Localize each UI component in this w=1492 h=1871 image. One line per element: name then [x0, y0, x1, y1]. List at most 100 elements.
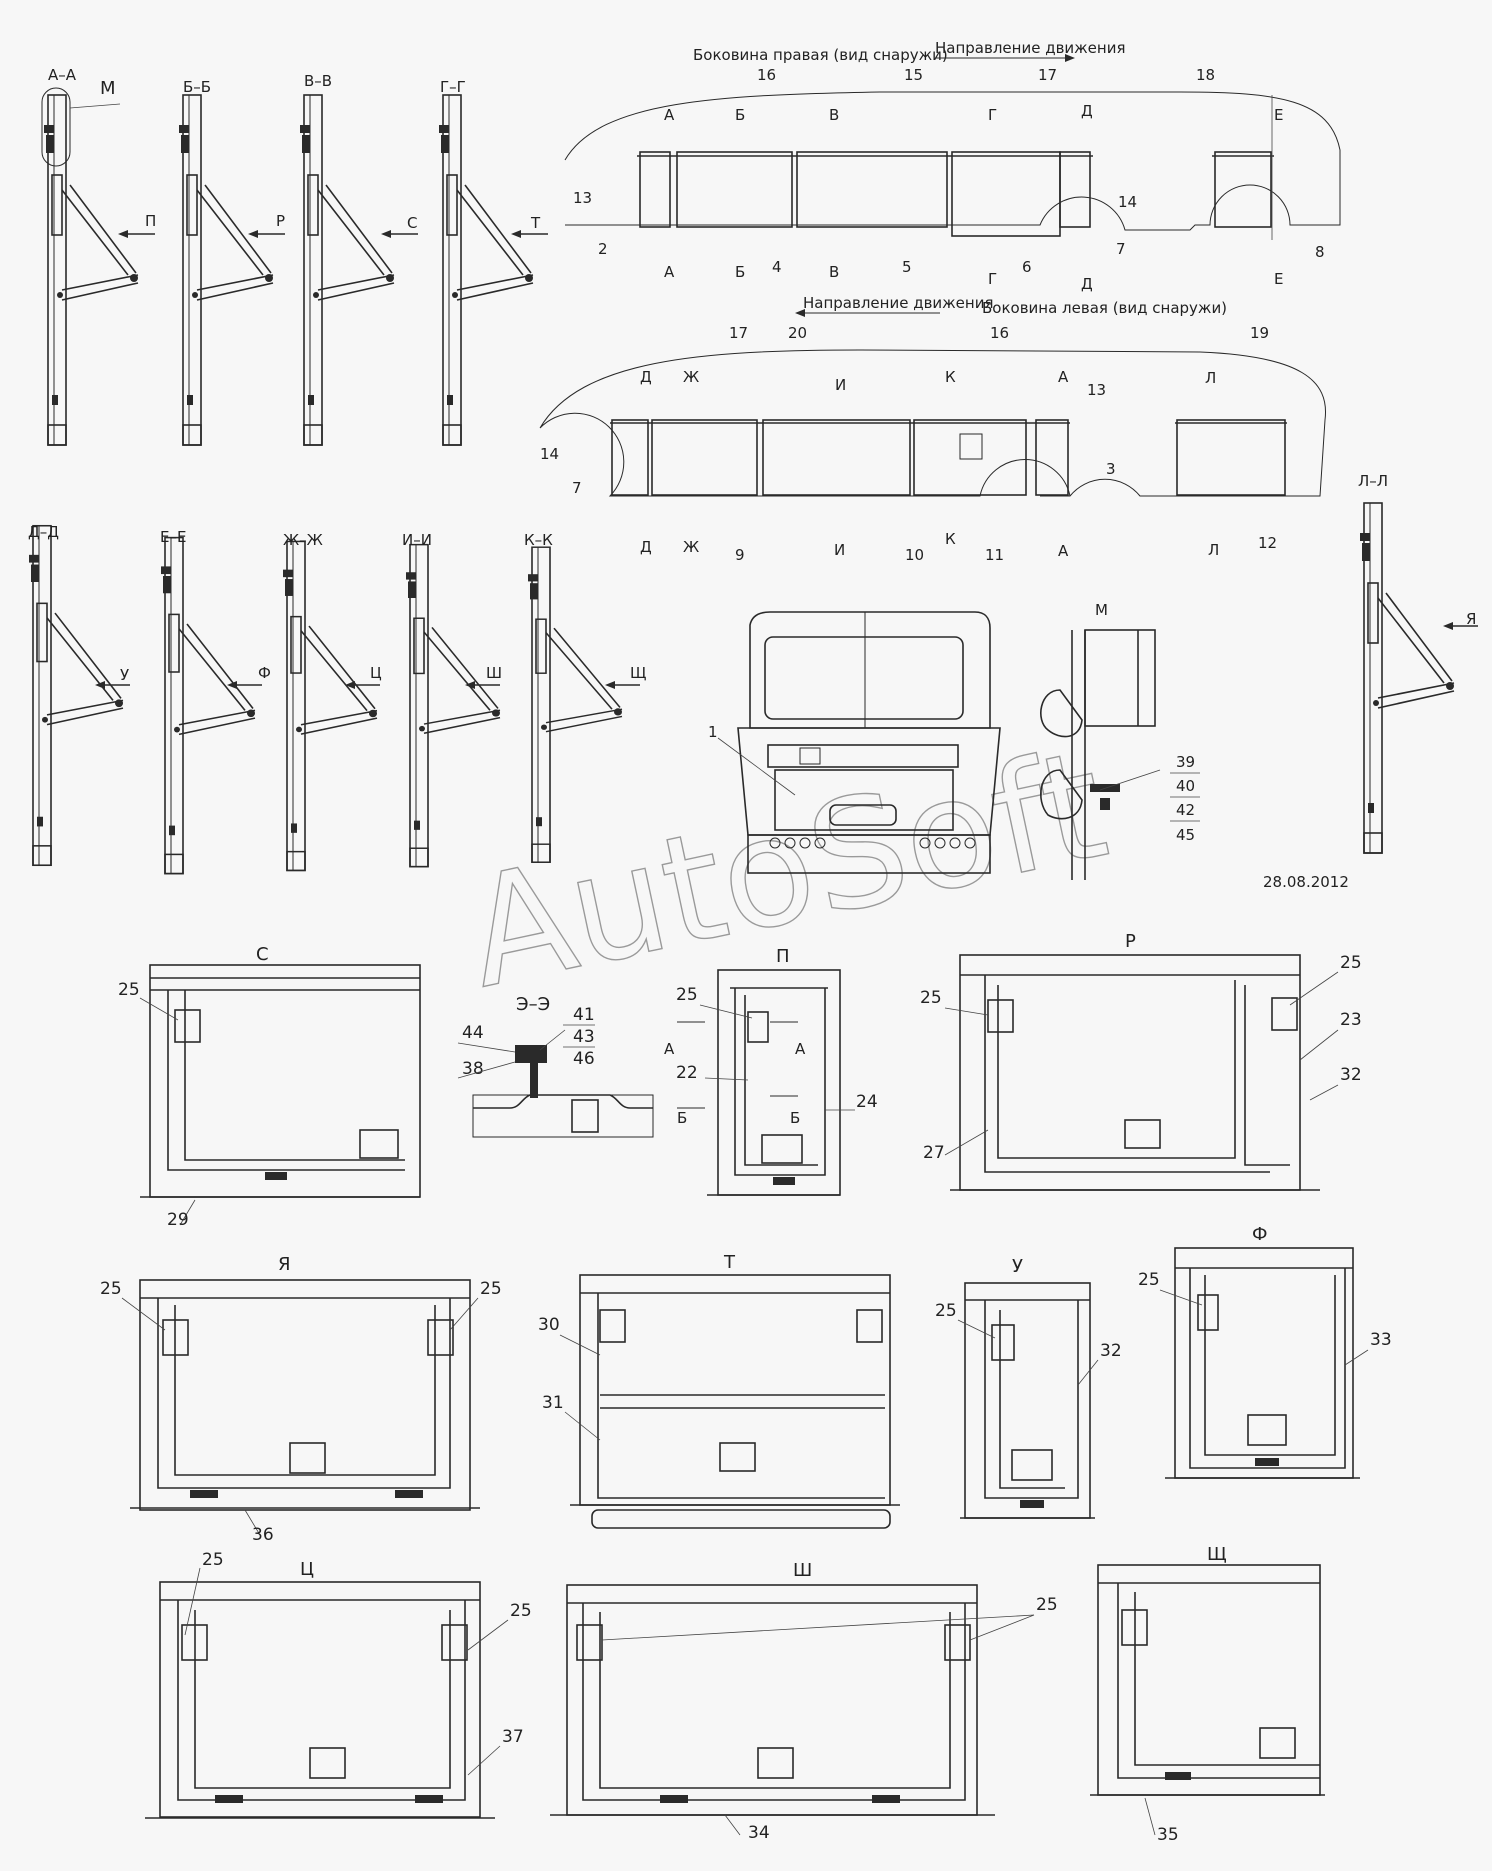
svg-text:И: И	[834, 541, 845, 559]
section-title-ee: Е–Е	[160, 528, 186, 546]
svg-text:2: 2	[598, 240, 608, 258]
section-title-gg: Г–Г	[440, 78, 466, 96]
view-r-callout-32: 32	[1340, 1065, 1362, 1085]
svg-text:40: 40	[1176, 777, 1195, 795]
view-s-frame	[140, 964, 421, 1226]
svg-text:17: 17	[1038, 66, 1057, 84]
svg-text:11: 11	[985, 546, 1004, 564]
svg-text:Л: Л	[1208, 541, 1219, 559]
svg-text:15: 15	[904, 66, 923, 84]
view-t-frame	[570, 1274, 900, 1529]
view-u-title: У	[1012, 1256, 1023, 1277]
view-sh-callout-34: 34	[748, 1823, 770, 1843]
svg-text:46: 46	[573, 1049, 595, 1069]
view-p-title: П	[776, 946, 790, 967]
middle-section-profiles	[28, 502, 1478, 875]
view-sh-title: Ш	[793, 1560, 812, 1581]
view-f-callout-33: 33	[1370, 1330, 1392, 1350]
svg-text:16: 16	[757, 66, 776, 84]
view-ts-title: Ц	[300, 1559, 314, 1580]
view-f-frame	[1165, 1247, 1360, 1479]
section-view-f: Ф	[258, 664, 271, 682]
svg-text:Б: Б	[735, 106, 745, 124]
svg-text:А: А	[664, 106, 675, 124]
view-s-callout-25: 25	[118, 980, 140, 1000]
section-title-aa: А–А	[48, 66, 77, 84]
view-ts-frame	[145, 1581, 495, 1819]
view-ya-callout-36: 36	[252, 1525, 274, 1545]
svg-text:6: 6	[1022, 258, 1032, 276]
svg-text:Е: Е	[1274, 270, 1283, 288]
section-view-t: Т	[530, 214, 541, 232]
section-title-vv: В–В	[304, 72, 332, 90]
view-t-callout-31: 31	[542, 1393, 564, 1413]
svg-text:13: 13	[573, 189, 592, 207]
view-p-mark-a-right: А	[795, 1040, 806, 1058]
side-right-callouts: 16 15 17 18 13 14 2 4 5 6 7 8	[573, 66, 1325, 276]
svg-text:Л: Л	[1205, 369, 1216, 387]
section-title-dd: Д–Д	[28, 523, 59, 541]
view-r-callout-23: 23	[1340, 1010, 1362, 1030]
detail-m-title: М	[1095, 601, 1108, 619]
view-r-frame	[950, 954, 1320, 1191]
svg-text:8: 8	[1315, 243, 1325, 261]
svg-text:14: 14	[540, 445, 559, 463]
section-title-ii: И–И	[402, 531, 432, 549]
svg-text:Г: Г	[988, 106, 997, 124]
svg-text:20: 20	[788, 324, 807, 342]
section-view-ya: Я	[1466, 610, 1476, 628]
view-r-callout-25-right: 25	[1340, 953, 1362, 973]
view-p-mark-b-left: Б	[677, 1109, 687, 1127]
side-left-callouts: 17 20 16 19 13 14 7 3 9 10 11 12	[540, 324, 1277, 564]
svg-text:12: 12	[1258, 534, 1277, 552]
view-p-callout-22: 22	[676, 1063, 698, 1083]
section-view-p: П	[145, 212, 156, 230]
svg-text:В: В	[829, 263, 839, 281]
svg-text:К: К	[945, 368, 956, 386]
view-ya-frame	[130, 1279, 480, 1536]
watermark: AutoSoft	[453, 718, 1119, 1022]
drawing-date: 28.08.2012	[1263, 873, 1349, 891]
svg-text:16: 16	[990, 324, 1009, 342]
view-ya-callout-25-right: 25	[480, 1279, 502, 1299]
view-shch-frame	[1090, 1564, 1325, 1796]
svg-text:45: 45	[1176, 826, 1195, 844]
side-left-outline	[539, 349, 1327, 497]
detail-ee-title: Э–Э	[516, 994, 550, 1015]
svg-text:Г: Г	[988, 270, 997, 288]
section-title-zhzh: Ж–Ж	[283, 531, 323, 549]
side-right-direction: Направление движения	[935, 39, 1125, 57]
detail-ee-callouts: 41 44 43 38 46	[457, 1005, 595, 1079]
svg-text:А: А	[1058, 368, 1069, 386]
view-f-title: Ф	[1252, 1224, 1268, 1245]
section-title-bb: Б–Б	[183, 78, 211, 96]
side-left-direction: Направление движения	[803, 294, 993, 312]
svg-text:Ж: Ж	[683, 368, 699, 386]
svg-text:14: 14	[1118, 193, 1137, 211]
svg-text:41: 41	[573, 1005, 595, 1025]
section-view-u: У	[120, 666, 129, 684]
detail-m-callouts: 39 40 42 45	[1170, 753, 1200, 844]
svg-text:10: 10	[905, 546, 924, 564]
side-right-outline	[564, 91, 1341, 240]
section-m-label: М	[100, 78, 116, 99]
svg-text:Е: Е	[1274, 106, 1283, 124]
svg-text:И: И	[835, 376, 846, 394]
svg-text:К: К	[945, 530, 956, 548]
view-r-callout-25-left: 25	[920, 988, 942, 1008]
svg-text:А: А	[664, 263, 675, 281]
rear-view-callout: 1	[708, 723, 718, 741]
view-p-callout-24: 24	[856, 1092, 878, 1112]
svg-text:39: 39	[1176, 753, 1195, 771]
view-sh-callout-25: 25	[1036, 1595, 1058, 1615]
view-r-callout-27: 27	[923, 1143, 945, 1163]
svg-text:Д: Д	[640, 368, 652, 386]
view-u-callout-25: 25	[935, 1301, 957, 1321]
view-ts-callout-25-right: 25	[510, 1601, 532, 1621]
svg-text:13: 13	[1087, 381, 1106, 399]
svg-text:Д: Д	[1081, 275, 1093, 293]
view-t-callout-30: 30	[538, 1315, 560, 1335]
section-view-sh: Ш	[486, 664, 502, 682]
section-title-kk: К–К	[524, 531, 553, 549]
view-p-frame	[677, 969, 855, 1196]
